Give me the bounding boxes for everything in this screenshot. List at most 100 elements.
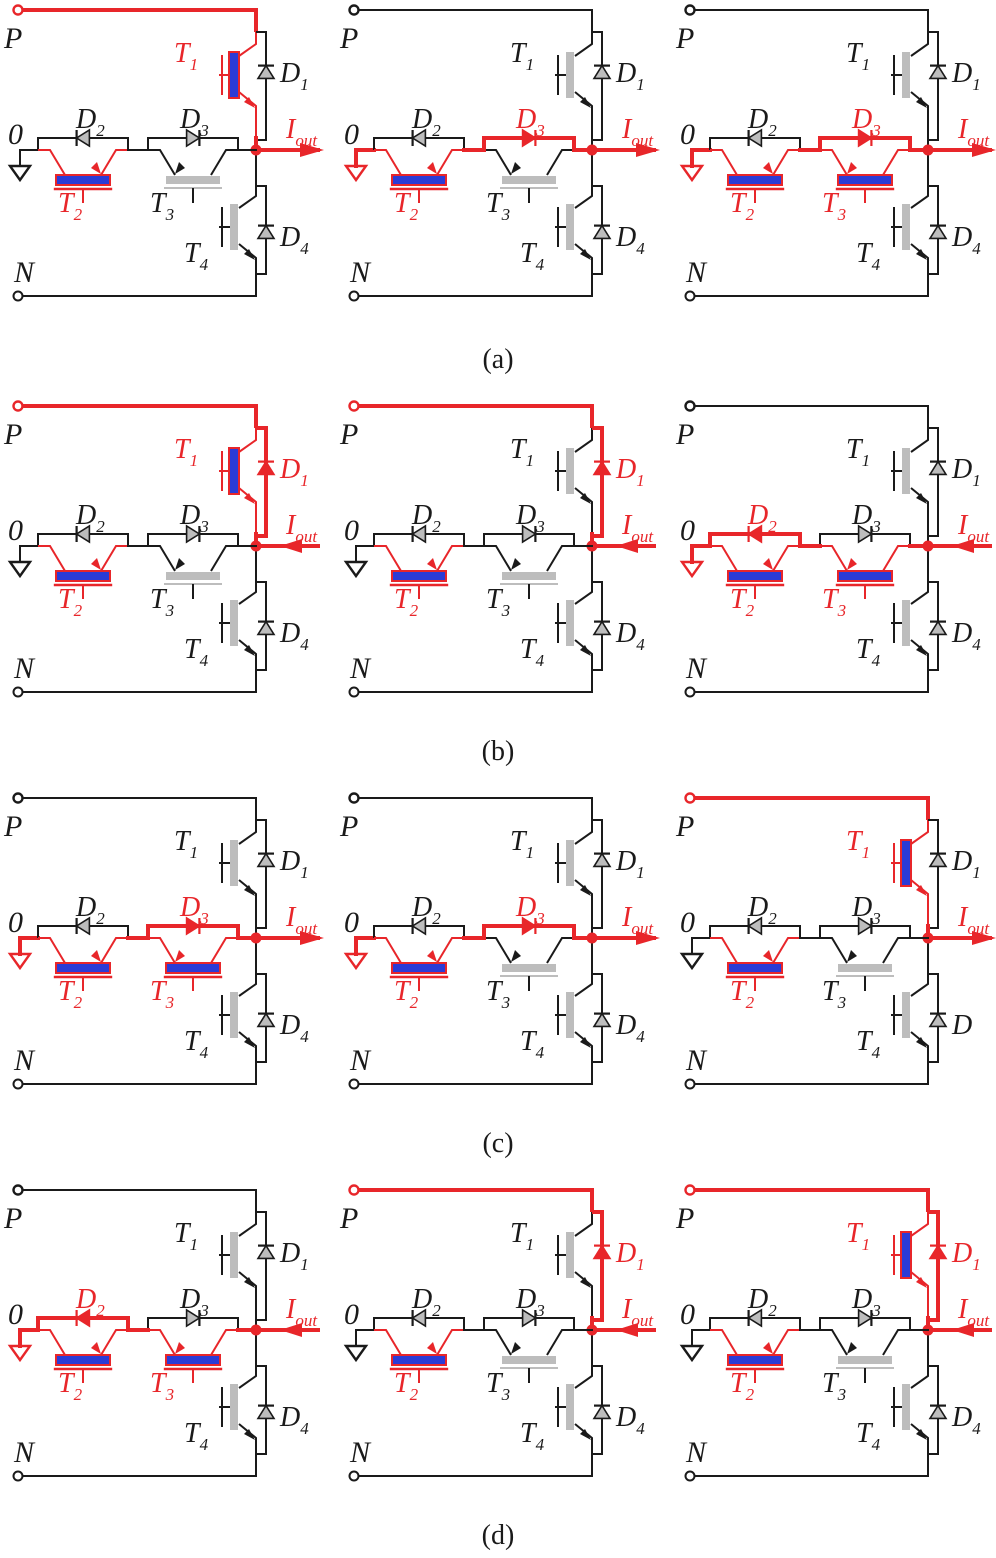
igbt-T2-channel	[55, 1354, 111, 1366]
igbt-T1	[891, 428, 929, 540]
igbt-T4-emitter	[238, 639, 257, 666]
terminal-N	[348, 1078, 360, 1090]
label-P-main: P	[675, 22, 694, 55]
igbt-T2	[374, 545, 464, 599]
label-D3: D3	[515, 892, 545, 928]
igbt-T2-left-lead	[38, 149, 66, 176]
label-D1-sub: 1	[300, 1255, 309, 1274]
label-T3-main: T	[150, 976, 168, 1007]
p-rail	[694, 9, 929, 32]
label-P: P	[3, 1202, 22, 1235]
label-0-main: 0	[680, 514, 695, 547]
output-arrow-out	[636, 143, 660, 157]
igbt-T4	[555, 184, 593, 270]
igbt-T1-arrow	[580, 1277, 591, 1288]
label-0-main: 0	[680, 118, 695, 151]
label-T2-main: T	[58, 1368, 76, 1399]
label-D2-main: D	[75, 500, 96, 531]
label-D1: D1	[615, 58, 645, 94]
igbt-T3-right-lead	[546, 545, 574, 572]
terminal-N	[684, 1470, 696, 1482]
igbt-T4-emitter	[574, 243, 593, 270]
diode-D1-triangle	[928, 1244, 948, 1260]
igbt-T4-channel	[566, 1384, 574, 1430]
igbt-T3-left-lead	[820, 937, 848, 964]
label-D2-main: D	[411, 104, 432, 135]
diode-D1-triangle	[256, 64, 276, 80]
label-D3-main: D	[851, 104, 872, 135]
label-D3-main: D	[179, 104, 200, 135]
igbt-T3-channel	[838, 1356, 892, 1364]
label-D2: D2	[747, 892, 777, 928]
igbt-T2-left-lead	[374, 937, 402, 964]
label-D3-main: D	[515, 1284, 536, 1315]
igbt-T1-emitter	[574, 879, 593, 932]
label-P: P	[675, 810, 694, 843]
igbt-T1-arrow	[580, 885, 591, 896]
diode-D3-triangle	[185, 128, 201, 148]
label-T2: T2	[730, 584, 755, 620]
label-D2-main: D	[411, 500, 432, 531]
igbt-T2-right-lead	[772, 545, 800, 572]
diode-D2-triangle	[747, 916, 763, 936]
diode-D4-triangle	[256, 1012, 276, 1028]
label-T2: T2	[58, 1368, 83, 1404]
label-D1-main: D	[951, 58, 972, 89]
label-T1: T1	[510, 1218, 534, 1254]
terminal-N	[684, 1078, 696, 1090]
igbt-T1-arrow	[244, 1277, 255, 1288]
label-D1: D1	[951, 1238, 981, 1274]
label-D1: D1	[279, 58, 309, 94]
ground-symbol	[343, 952, 369, 971]
igbt-T3	[820, 1329, 910, 1383]
diode-D4	[592, 620, 612, 636]
label-Iout-sub: out	[631, 131, 654, 150]
igbt-T4-collector	[910, 972, 929, 997]
label-T1: T1	[846, 434, 870, 470]
label-D1: D1	[951, 846, 981, 882]
label-0-main: 0	[344, 1298, 359, 1331]
label-D3: D3	[851, 500, 881, 536]
d1-branch	[592, 31, 603, 141]
igbt-T3-right-lead	[882, 1329, 910, 1356]
label-T1-main: T	[510, 1218, 528, 1249]
label-T4: T4	[520, 1418, 545, 1454]
label-D2: D2	[75, 104, 105, 140]
p-rail	[22, 1189, 257, 1212]
label-T2-sub: 2	[746, 1385, 755, 1404]
label-T3-sub: 3	[501, 1385, 511, 1404]
label-N-main: N	[349, 256, 372, 289]
diode-D4-triangle	[928, 224, 948, 240]
igbt-T4-arrow	[916, 1429, 927, 1440]
igbt-T3-channel	[166, 176, 220, 184]
label-T2: T2	[394, 188, 419, 224]
label-T3: T3	[150, 976, 174, 1012]
label-T1-sub: 1	[862, 55, 871, 74]
output-arrow-in	[280, 1323, 302, 1337]
diode-D1	[928, 852, 948, 868]
terminal-P	[348, 400, 360, 412]
n-rail	[22, 664, 257, 693]
diode-D1-triangle	[256, 852, 276, 868]
label-N-main: N	[685, 256, 708, 289]
igbt-T2-left-lead	[710, 149, 738, 176]
igbt-T4-collector	[238, 580, 257, 605]
label-T2-main: T	[58, 976, 76, 1007]
igbt-T2-channel	[391, 962, 447, 974]
label-P: P	[3, 810, 22, 843]
diode-D2-triangle	[75, 128, 91, 148]
label-D2: D2	[747, 104, 777, 140]
label-D1-sub: 1	[636, 863, 645, 882]
label-Iout: Iout	[285, 114, 318, 150]
igbt-T4-channel	[230, 992, 238, 1038]
label-D4-sub: 4	[636, 1027, 645, 1046]
label-D3: D3	[851, 892, 881, 928]
igbt-T2-arrow	[427, 558, 437, 570]
label-T4-main: T	[856, 1026, 874, 1057]
p-rail	[22, 797, 257, 820]
diode-D4	[256, 1012, 276, 1028]
n-rail	[358, 268, 593, 297]
